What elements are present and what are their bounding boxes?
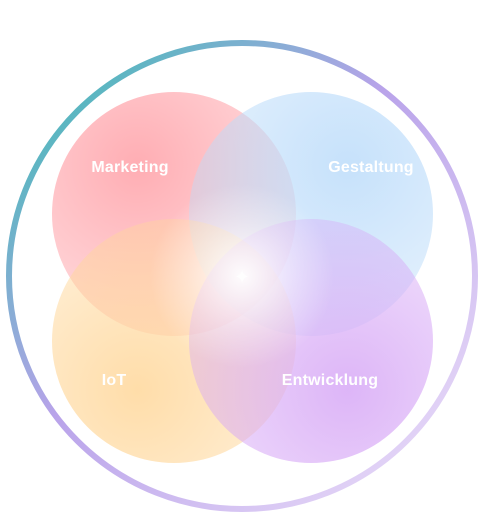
label-marketing: Marketing — [91, 159, 168, 176]
outer-ring — [6, 40, 478, 512]
label-iot: IoT — [102, 372, 127, 389]
center-glow — [150, 184, 334, 368]
center-logo-icon: ✦ — [234, 267, 249, 288]
label-gestaltung: Gestaltung — [328, 159, 414, 176]
label-entwicklung: Entwicklung — [282, 372, 378, 389]
